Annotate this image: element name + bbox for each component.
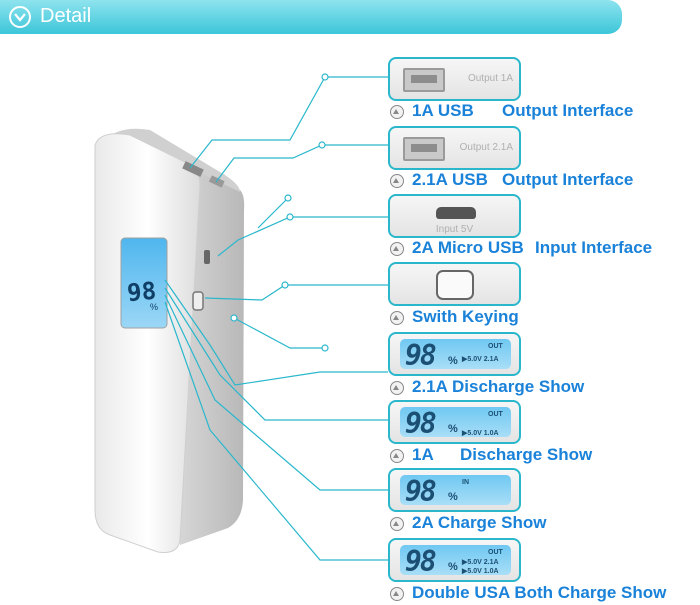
lcd-unit: % xyxy=(448,491,458,503)
lcd-digits: 98 xyxy=(405,339,437,372)
usb-port-icon xyxy=(403,68,445,92)
arrow-up-icon xyxy=(390,105,404,119)
usb-1a-panel-text: Output 1A xyxy=(467,73,513,84)
label-primary: Swith Keying xyxy=(412,307,519,326)
label-primary: Double USA Both Charge Show xyxy=(412,583,667,602)
micro-usb-port-icon xyxy=(436,207,476,219)
label-secondary: Input Interface xyxy=(535,238,653,257)
label-primary: 2.1A USB xyxy=(412,170,488,189)
lcd-unit: % xyxy=(448,561,458,573)
label-primary: 2A Charge Show xyxy=(412,513,547,532)
usb-port-icon xyxy=(403,137,445,161)
usb-2a-panel-text: Output 2.1A xyxy=(459,142,513,153)
lcd-line: ▶5.0V 1.0A xyxy=(462,568,499,575)
label-primary: 1A USB xyxy=(412,101,474,120)
arrow-up-icon xyxy=(390,381,404,395)
label-primary: 2A Micro USB xyxy=(412,238,524,257)
lcd-mode: OUT xyxy=(488,343,503,350)
lcd-screen: 98 % IN xyxy=(400,475,511,508)
lcd-digits: 98 xyxy=(405,475,437,508)
lcd-unit: % xyxy=(448,355,458,367)
arrow-up-icon xyxy=(390,449,404,463)
lcd-digits: 98 xyxy=(405,407,437,440)
label-secondary: Output Interface xyxy=(502,170,634,189)
detail-header: Detail xyxy=(0,0,622,34)
lcd-panel-charge: 98 % IN xyxy=(388,468,521,512)
arrow-up-icon xyxy=(390,517,404,531)
usb-1a-panel: Output 1A xyxy=(388,57,521,101)
device-lcd-digits: 98 xyxy=(126,277,157,307)
lcd-line: ▶5.0V 1.0A xyxy=(462,430,499,437)
lcd-panel-both: 98 % OUT ▶5.0V 2.1A ▶5.0V 1.0A xyxy=(388,538,521,582)
header-title: Detail xyxy=(40,5,92,27)
device-lcd-unit: % xyxy=(150,302,158,312)
micro-usb-panel-text: Input 5V xyxy=(435,224,474,235)
chevron-down-icon[interactable] xyxy=(9,6,31,28)
lcd-line: ▶5.0V 2.1A xyxy=(462,559,499,566)
lcd-unit: % xyxy=(448,423,458,435)
lcd-screen: 98 % OUT ▶5.0V 1.0A xyxy=(400,407,511,440)
lcd-mode: IN xyxy=(462,479,469,486)
label-secondary: Discharge Show xyxy=(460,445,593,464)
usb-2a-panel: Output 2.1A xyxy=(388,126,521,170)
lcd-panel-1a-discharge: 98 % OUT ▶5.0V 1.0A xyxy=(388,400,521,444)
lcd-digits: 98 xyxy=(405,545,437,578)
arrow-up-icon xyxy=(390,174,404,188)
micro-usb-panel: Input 5V xyxy=(388,194,521,238)
arrow-up-icon xyxy=(390,587,404,601)
power-switch-icon xyxy=(436,270,474,300)
lcd-mode: OUT xyxy=(488,549,503,556)
lcd-screen: 98 % OUT ▶5.0V 2.1A ▶5.0V 1.0A xyxy=(400,545,511,578)
arrow-up-icon xyxy=(390,242,404,256)
lcd-line: ▶5.0V 2.1A xyxy=(462,356,499,363)
lcd-panel-2a-discharge: 98 % OUT ▶5.0V 2.1A xyxy=(388,332,521,376)
lcd-mode: OUT xyxy=(488,411,503,418)
switch-panel xyxy=(388,262,521,306)
arrow-up-icon xyxy=(390,311,404,325)
label-primary: 1A xyxy=(412,445,434,464)
label-primary: 2.1A Discharge Show xyxy=(412,377,585,396)
lcd-screen: 98 % OUT ▶5.0V 2.1A xyxy=(400,339,511,372)
label-secondary: Output Interface xyxy=(502,101,634,120)
